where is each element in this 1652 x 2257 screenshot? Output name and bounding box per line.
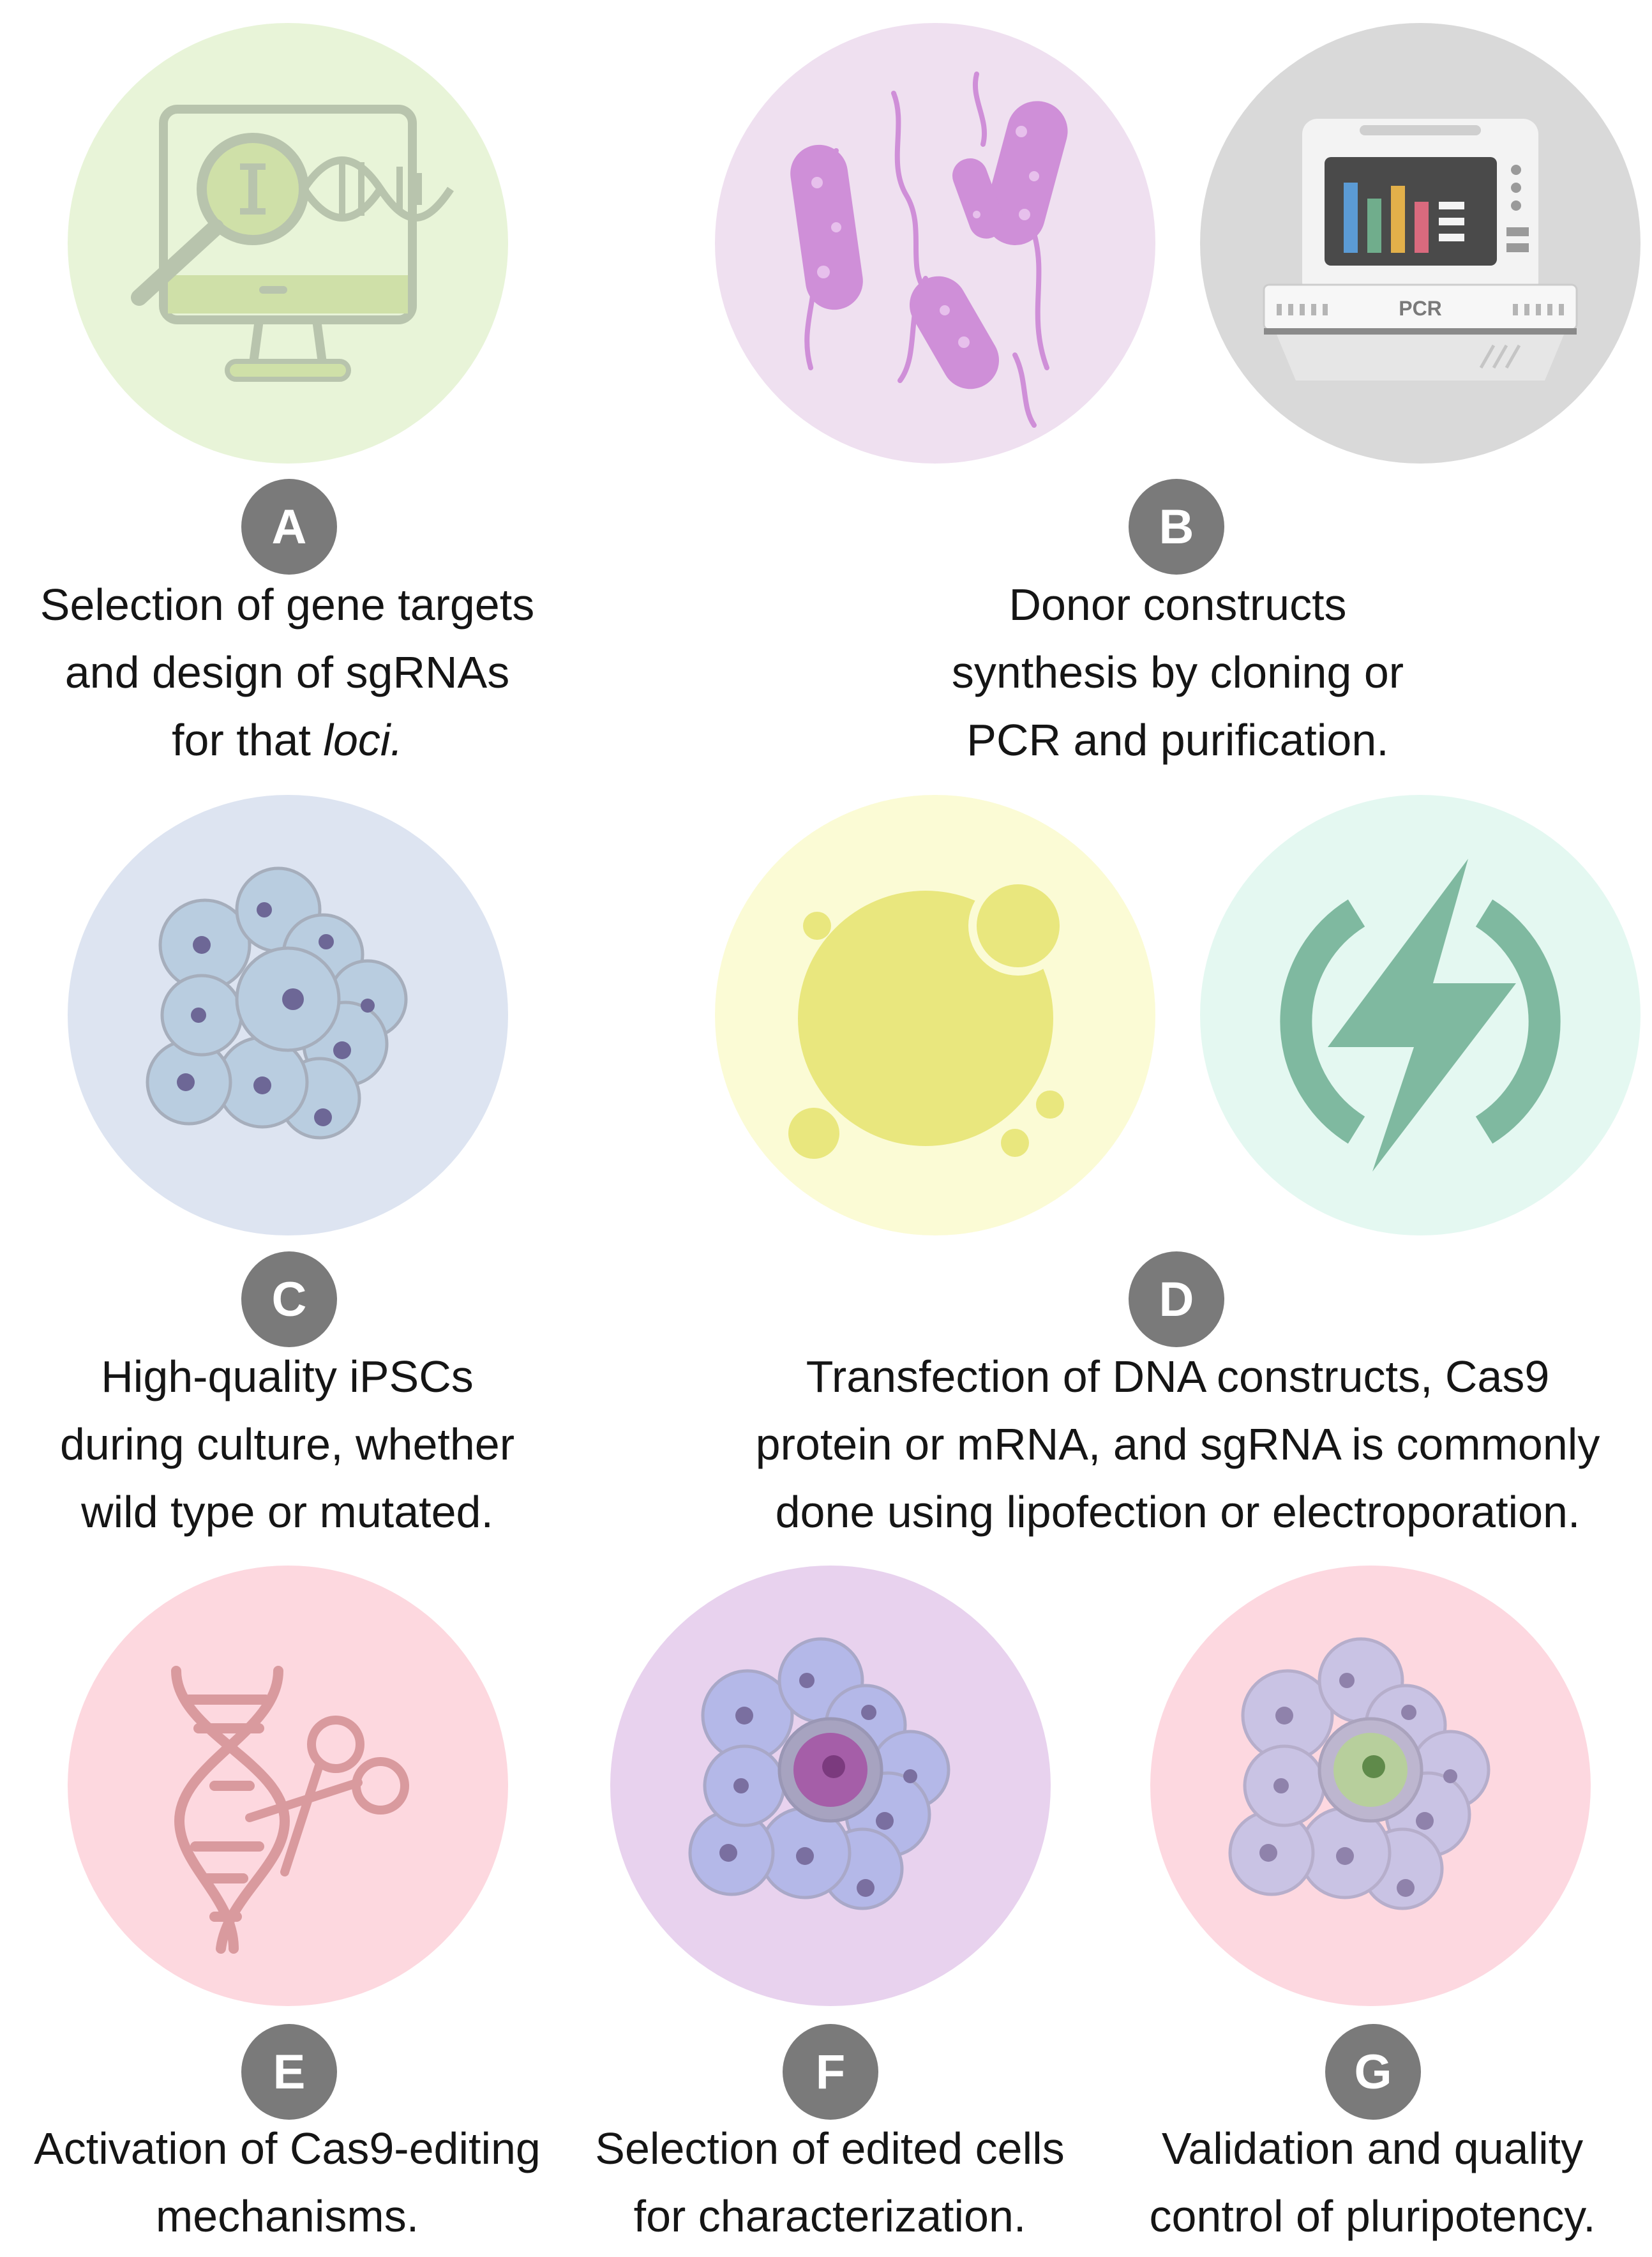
pcr-label: PCR	[1399, 297, 1442, 320]
step-a-badge: A	[241, 479, 337, 575]
step-b-pcr-circle: PCR	[1200, 23, 1641, 464]
step-c-line-3: wild type or mutated.	[81, 1487, 493, 1537]
step-f-caption: Selection of edited cells for characteri…	[559, 2115, 1101, 2250]
step-b-badge: B	[1129, 479, 1224, 575]
step-g-caption: Validation and quality control of plurip…	[1098, 2115, 1647, 2250]
edited-cell-colony-icon	[688, 1637, 950, 1910]
step-g-line-2: control of pluripotency.	[1149, 2191, 1596, 2241]
step-g-circle	[1150, 1566, 1591, 2006]
step-d-line-1: Transfection of DNA constructs, Cas9	[806, 1352, 1550, 1401]
pcr-machine-icon: PCR	[1263, 119, 1578, 381]
step-a-italic: loci.	[323, 715, 403, 765]
step-e-line-2: mechanisms.	[155, 2191, 419, 2241]
step-e-caption: Activation of Cas9-editing mechanisms.	[0, 2115, 574, 2250]
step-a-caption: Selection of gene targets and design of …	[0, 571, 574, 774]
step-b-caption: Donor constructs synthesis by cloning or…	[859, 571, 1497, 774]
step-d-line-3: done using lipofection or electroporatio…	[775, 1487, 1581, 1537]
step-e-line-1: Activation of Cas9-editing	[34, 2124, 541, 2173]
step-f-line-1: Selection of edited cells	[595, 2124, 1065, 2173]
step-d-lipofection-circle	[715, 795, 1155, 1235]
lipofection-icon	[788, 876, 1068, 1159]
step-d-badge: D	[1129, 1251, 1224, 1347]
step-b-line-2: synthesis by cloning or	[951, 647, 1404, 697]
dna-scissors-icon	[171, 1666, 409, 1954]
step-c-circle	[68, 795, 508, 1235]
step-g-line-1: Validation and quality	[1161, 2124, 1584, 2173]
step-c-line-2: during culture, whether	[59, 1419, 515, 1469]
step-a-circle	[68, 23, 508, 464]
step-f-circle	[610, 1566, 1051, 2006]
step-c-badge: C	[241, 1251, 337, 1347]
step-f-line-2: for characterization.	[633, 2191, 1026, 2241]
step-b-bacteria-circle	[715, 23, 1155, 464]
validated-cell-colony-icon	[1228, 1637, 1491, 1910]
step-d-line-2: protein or mRNA, and sgRNA is commonly	[755, 1419, 1600, 1469]
bacteria-icon	[790, 72, 1068, 428]
electroporation-icon	[1280, 859, 1561, 1172]
step-b-line-1: Donor constructs	[1009, 580, 1347, 630]
step-c-caption: High-quality iPSCs during culture, wheth…	[0, 1343, 574, 1546]
step-a-line-2: and design of sgRNAs	[64, 647, 510, 697]
step-a-line-1: Selection of gene targets	[40, 580, 535, 630]
step-g-badge: G	[1325, 2024, 1421, 2120]
step-f-badge: F	[783, 2024, 878, 2120]
step-d-electroporation-circle	[1200, 795, 1641, 1235]
step-b-line-3: PCR and purification.	[966, 715, 1389, 765]
step-a-line-3: for that loci.	[172, 715, 403, 765]
step-e-circle	[68, 1566, 508, 2006]
step-d-caption: Transfection of DNA constructs, Cas9 pro…	[699, 1343, 1652, 1546]
step-c-line-1: High-quality iPSCs	[101, 1352, 474, 1401]
step-e-badge: E	[241, 2024, 337, 2120]
monitor-dna-magnifier-icon	[131, 105, 454, 382]
ipsc-colony-icon	[146, 866, 408, 1140]
